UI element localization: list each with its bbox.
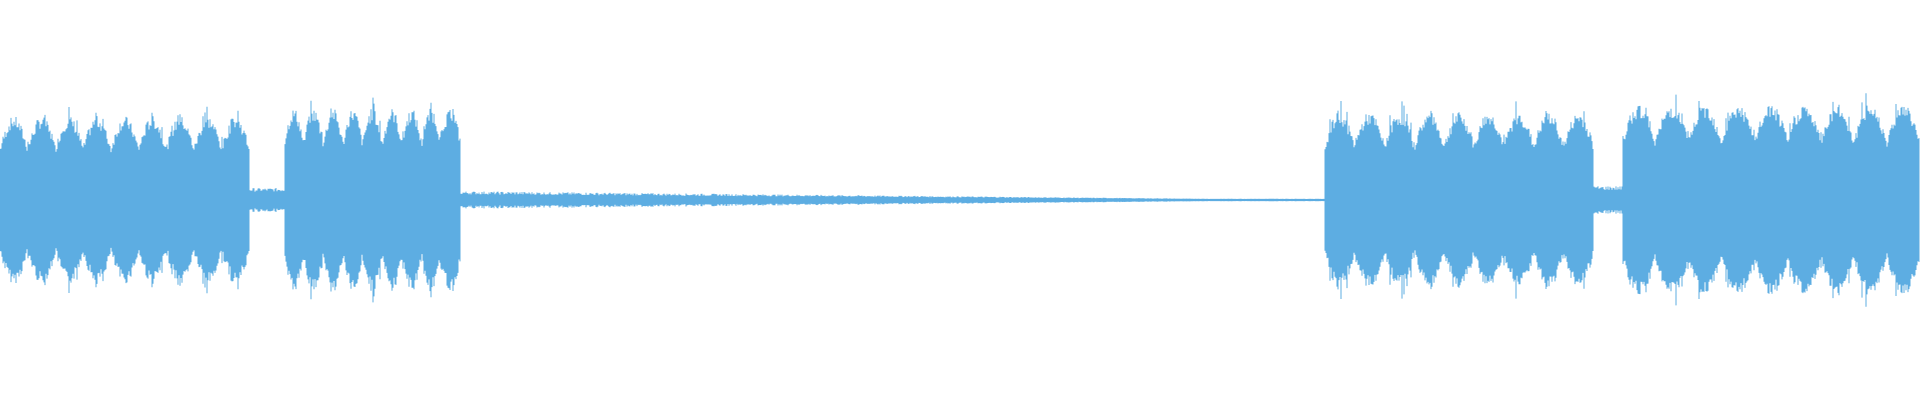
waveform-path xyxy=(0,93,1920,307)
waveform-bars xyxy=(0,93,1920,307)
